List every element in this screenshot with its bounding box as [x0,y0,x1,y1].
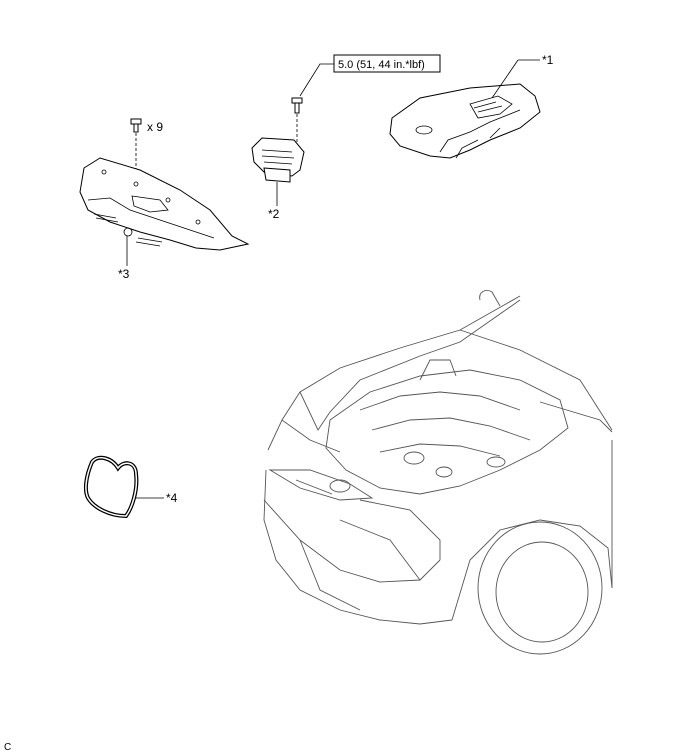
engine-cover [389,83,541,159]
vehicle-outline [263,289,613,655]
callout-label-3: *3 [118,267,130,281]
engine-undercover [79,157,250,251]
clip-icon [130,118,142,133]
callout-line-1 [491,59,519,99]
callout-label-1: *1 [542,53,554,67]
bracket-part [251,137,305,183]
torque-spec-text: 5.0 (51, 44 in.*lbf) [338,59,425,71]
torque-leader-line [299,63,334,97]
figure-code: C [4,742,11,753]
clip-quantity: x 9 [147,120,163,134]
bolt-icon [291,97,303,114]
torque-spec-box [333,54,441,73]
callout-label-4: *4 [166,491,178,505]
callout-label-2: *2 [268,207,280,221]
v-ribbed-belt [83,455,139,519]
